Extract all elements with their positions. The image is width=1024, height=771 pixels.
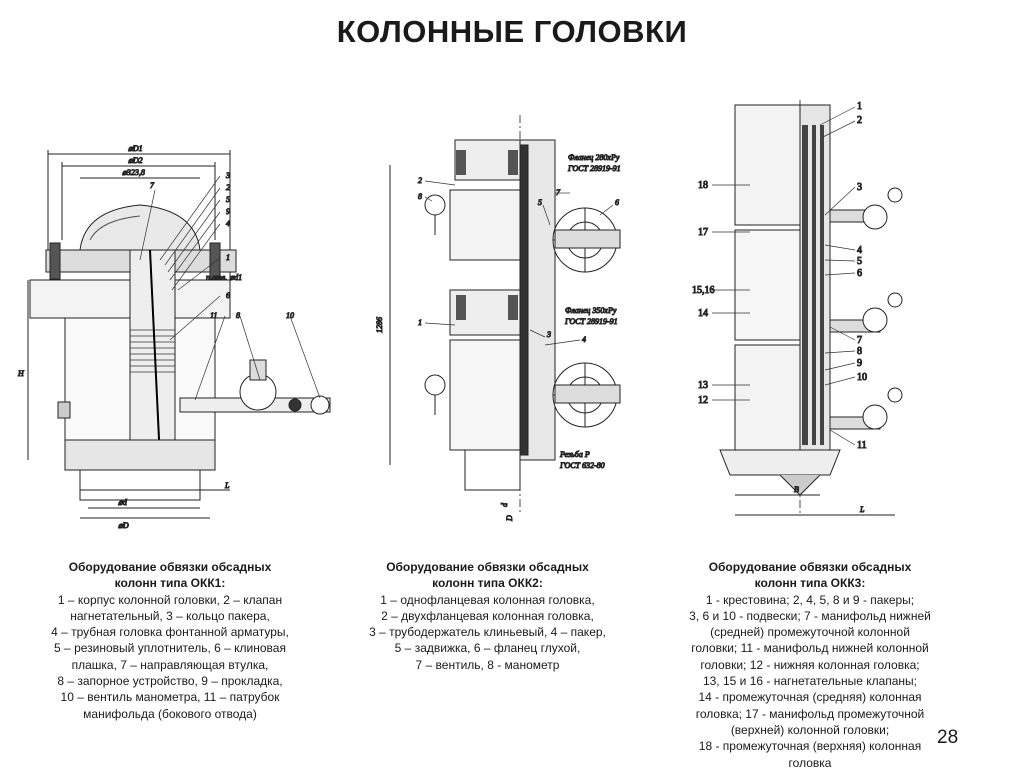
okk2-drawing: 1286 d D Фланец 280хРу ГОСТ 28919-91 Фла… [370,105,660,525]
okk1-callout-7: 7 [150,181,155,190]
okk2-dim-big-d: D [505,515,514,522]
okk2-callout-7: 7 [556,188,561,197]
slide-title: КОЛОННЫЕ ГОЛОВКИ [336,14,688,49]
okk3-callout-3: 3 [857,182,862,193]
caption-okk2-line: 7 – вентиль, 8 - манометр [415,657,560,672]
okk1-callout-5: 5 [226,195,230,204]
caption-okk3-line: 13, 15 и 16 - нагнетательные клапаны; [702,674,918,689]
caption-okk2-line: 1 – однофланцевая колонная головка, [380,592,595,607]
okk2-note-flange-350: Фланец 350хРу [565,306,617,315]
caption-okk3-title-1: Оборудование обвязки обсадных [708,560,912,574]
okk2-callout-5: 5 [538,198,542,207]
caption-okk2-title-2: колонн типа ОКК2: [432,576,543,591]
dim-d2: ⌀D2 [128,156,143,165]
caption-okk1-line: 10 – вентиль манометра, 11 – патрубок [60,690,280,705]
okk3-dim-b: B [794,485,799,494]
okk3-callout-13: 13 [698,380,708,391]
caption-okk3-line: (верхней) колонной головки; [730,722,890,737]
dim-d1: ⌀D1 [128,144,143,153]
okk2-note-flange-280: Фланец 280хРу [568,153,620,162]
caption-okk1-line: 4 – трубная головка фонтанной арматуры, [51,625,289,640]
caption-okk3-line: 18 - промежуточная (верхняя) колонная [698,739,922,754]
caption-okk1-line: манифольда (бокового отвода) [83,706,257,721]
page-number: 28 [937,727,959,748]
caption-okk3-line: 1 - крестовина; 2, 4, 5, 8 и 9 - пакеры; [705,592,915,607]
caption-okk3-line: 14 - промежуточная (средняя) колонная [698,690,922,705]
caption-okk2-line: 2 – двухфланцевая колонная головка, [381,608,594,623]
okk3-callout-9: 9 [857,358,862,369]
caption-okk3: Оборудование обвязки обсадных колонн тип… [660,559,960,771]
okk3-drawing: B L 1 2 18 3 17 4 5 6 15,16 14 7 8 9 10 … [690,95,930,525]
okk1-callout-8: 8 [236,311,240,320]
okk1-callout-4: 4 [226,219,230,228]
okk3-callout-15-16: 15,16 [692,285,715,296]
caption-okk1-line: 8 – запорное устройство, 9 – прокладка, [57,674,283,689]
caption-okk3-line: головка; 17 - манифольд промежуточной [695,706,925,721]
okk1-callout-1: 1 [226,253,230,262]
caption-okk3-line: (средней) промежуточной колонной [710,625,910,640]
caption-okk1-line: 5 – резиновый уплотнитель, 6 – клиновая [54,641,286,656]
okk2-callout-3: 3 [546,330,551,339]
dim-l: L [224,481,230,490]
caption-okk3-line: головка [788,755,832,770]
okk3-callout-4: 4 [857,245,862,256]
okk2-note-gost-2: ГОСТ 28919-91 [564,317,618,326]
dim-h: H [17,369,25,378]
okk1-callout-3: 3 [225,171,230,180]
okk3-callout-11: 11 [857,440,867,451]
dim-small-d: ⌀d [118,498,128,507]
okk3-callout-17: 17 [698,227,708,238]
caption-okk1-line: плашка, 7 – направляющая втулка, [71,657,269,672]
okk2-callout-1: 1 [418,318,422,327]
okk3-callout-5: 5 [857,256,862,267]
caption-okk3-title-2: колонн типа ОКК3: [754,576,866,591]
caption-okk1-line: 1 – корпус колонной головки, 2 – клапан [57,592,283,607]
caption-okk1-title-2: колонн типа ОКК1: [114,576,226,591]
okk2-callout-2: 2 [418,176,422,185]
okk3-callout-2: 2 [857,115,862,126]
caption-okk2-line: 5 – задвижка, 6 – фланец глухой, [394,641,581,656]
okk2-callout-6: 6 [615,198,619,207]
caption-okk3-line: головки; 11 - манифольд нижней колонной [691,641,929,656]
okk3-dim-l: L [859,505,865,514]
okk1-callout-2: 2 [226,183,230,192]
dim-big-d: ⌀D [118,521,129,530]
caption-okk3-line: 3, 6 и 10 - подвески; 7 - манифольд нижн… [689,608,931,623]
caption-okk1-title-1: Оборудование обвязки обсадных [68,560,272,574]
okk3-callout-7: 7 [857,335,862,346]
okk3-callout-1: 1 [857,101,862,112]
caption-okk3-line: головки; 12 - нижняя колонная головка; [700,657,920,672]
caption-okk2-line: 3 – трубодержатель клиньевый, 4 – пакер, [369,625,606,640]
caption-okk2: Оборудование обвязки обсадных колонн тип… [345,559,630,673]
caption-okk2-title-1: Оборудование обвязки обсадных [386,560,589,574]
caption-okk1-line: нагнетательный, 3 – кольцо пакера, [70,608,270,623]
okk3-callout-6: 6 [857,268,862,279]
okk3-callout-8: 8 [857,346,862,357]
okk3-callout-14: 14 [698,308,708,319]
okk1-callout-10: 10 [286,311,294,320]
dim-323: ⌀323,8 [122,168,145,177]
okk2-note-thread: Резьба Р [559,450,590,459]
okk1-callout-11: 11 [210,311,217,320]
okk1-callout-6: 6 [226,291,230,300]
okk2-note-gost-3: ГОСТ 632-80 [559,461,605,470]
okk3-callout-10: 10 [857,372,867,383]
okk1-callout-9: 9 [226,207,230,216]
dim-holes: n отв. ⌀d1 [206,273,242,282]
caption-okk1: Оборудование обвязки обсадных колонн тип… [20,559,320,722]
okk1-drawing: ⌀D1 ⌀D2 ⌀323,8 H L ⌀d ⌀D [10,140,350,540]
okk2-dim-height: 1286 [375,317,384,333]
okk2-callout-8: 8 [418,192,422,201]
okk2-note-gost-1: ГОСТ 28919-91 [567,164,621,173]
okk2-dim-d: d [500,502,509,507]
okk2-callout-4: 4 [582,335,586,344]
okk3-callout-12: 12 [698,395,708,406]
okk3-callout-18: 18 [698,180,708,191]
